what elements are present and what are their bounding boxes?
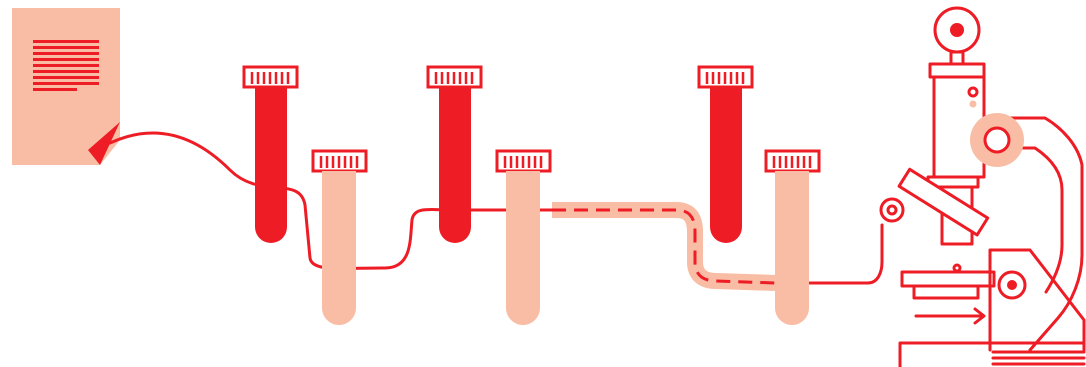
test-tube-icon [244, 67, 297, 243]
test-tube-icon [428, 67, 481, 243]
test-tube-icon [766, 151, 819, 325]
document-icon [12, 8, 120, 165]
test-tube-icon [497, 151, 550, 325]
test-tube-icon [699, 67, 752, 243]
microscope-icon [881, 8, 1084, 367]
test-tube-icon [313, 151, 366, 325]
dashed-transfer-path [552, 210, 776, 283]
